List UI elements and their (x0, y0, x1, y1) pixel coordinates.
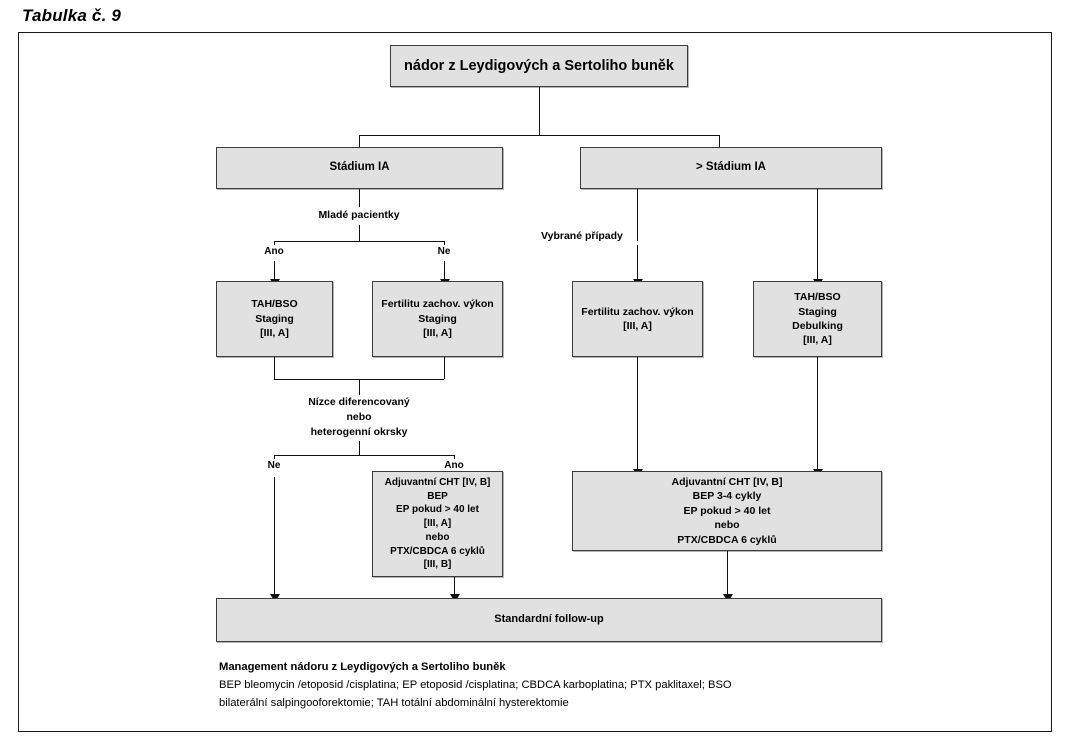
decision2-line3: heterogenní okrsky (310, 426, 408, 438)
decision2-line1: Nízce diferencovaný (308, 396, 410, 408)
node-cht-right-line1: Adjuvantní CHT [IV, B] (671, 475, 783, 488)
node-root: nádor z Leydigových a Sertoliho buněk (390, 45, 688, 87)
connector-decision1-yes-drop (274, 261, 275, 281)
node-tah-bso-right: TAH/BSO Staging Debulking [III, A] (753, 281, 882, 357)
node-cht-right-line4: nebo (714, 519, 740, 532)
diagram-frame: nádor z Leydigových a Sertoliho buněk St… (18, 32, 1052, 732)
node-cht-left-line4: [III, A] (423, 518, 452, 530)
node-tah-bso-right-line2: Staging (798, 305, 837, 318)
node-tah-bso-right-line4: [III, A] (803, 334, 832, 347)
connector-cht-left-out (454, 577, 455, 596)
node-tah-bso-right-line1: TAH/BSO (794, 291, 841, 304)
decision2-line2: nebo (346, 411, 372, 423)
node-stage-ia-line1: Stádium IA (329, 161, 390, 174)
node-tah-bso-right-line3: Debulking (792, 320, 843, 332)
connector-decision2-no-drop (274, 477, 275, 596)
connector-decision1-split (274, 241, 444, 242)
node-cht-right-line5: PTX/CBDCA 6 cyklů (677, 533, 777, 546)
connector-root-stem (539, 87, 540, 135)
connector-fertility-right-out (637, 357, 638, 471)
connector-decision1-no-drop (444, 261, 445, 281)
connector-decision2-split (274, 455, 454, 456)
connector-stage-gt-ia-right-drop (817, 189, 818, 281)
connector-merge-stem (359, 379, 360, 395)
connector-root-split (359, 135, 719, 136)
connector-root-to-stage-ia (359, 135, 360, 149)
node-followup-line1: Standardní follow-up (494, 613, 604, 626)
node-stage-ia: Stádium IA (216, 147, 503, 189)
legend: Management nádoru z Leydigových a Sertol… (219, 658, 859, 712)
edge-label-ne-1: Ne (437, 246, 451, 257)
node-stage-gt-ia-line1: > Stádium IA (696, 161, 766, 174)
edge-label-mlade-pacientky: Mladé pacientky (318, 209, 400, 221)
edge-label-ano-1: Ano (264, 246, 284, 257)
node-cht-left-line1: Adjuvantní CHT [IV, B] (384, 476, 491, 488)
connector-vybrane-pripady-drop (637, 245, 638, 281)
node-cht-left-line2: BEP (427, 490, 448, 502)
connector-decision1-yes (274, 241, 275, 245)
node-fertility-left-line1: Fertilitu zachov. výkon (381, 298, 494, 311)
connector-tah-bso-left-out (274, 357, 275, 379)
node-stage-gt-ia: > Stádium IA (580, 147, 882, 189)
node-cht-left-line6: PTX/CBDCA 6 cyklů (390, 545, 485, 557)
edge-label-ano-2: Ano (444, 460, 464, 471)
node-cht-right-line2: BEP 3-4 cykly (692, 490, 762, 503)
node-fertility-left-line3: [III, A] (423, 327, 452, 340)
node-fertility-right-line2: [III, A] (623, 320, 652, 332)
node-cht-left-line5: nebo (425, 531, 450, 543)
connector-fertility-left-out (444, 357, 445, 379)
node-cht-left-line3: EP pokud > 40 let (396, 504, 479, 516)
node-root-line1: nádor z Leydigových a Sertoliho buněk (404, 58, 674, 74)
connector-decision1-no (444, 241, 445, 245)
node-followup: Standardní follow-up (216, 598, 882, 642)
connector-decision2-yes (454, 455, 455, 459)
edge-label-ne-2: Ne (267, 460, 281, 471)
legend-line1: BEP bleomycin /etoposid /cisplatina; EP … (219, 679, 732, 692)
table-caption: Tabulka č. 9 (22, 6, 122, 25)
node-tah-bso-left-line2: Staging (255, 312, 294, 325)
connector-root-to-stage-gt-ia (719, 135, 720, 149)
node-tah-bso-left-line3: [III, A] (260, 327, 289, 340)
node-fertility-left-line2: Staging (418, 312, 457, 325)
connector-cht-right-out (727, 551, 728, 596)
connector-stage-gt-ia-left-drop (637, 189, 638, 241)
node-cht-right-line3: EP pokud > 40 let (683, 504, 771, 517)
legend-line2: bilaterální salpingooforektomie; TAH tot… (219, 697, 569, 710)
connector-tah-bso-right-out (817, 357, 818, 471)
node-tah-bso-left: TAH/BSO Staging [III, A] (216, 281, 333, 357)
connector-decision2-no (274, 455, 275, 459)
node-fertility-right-line1: Fertilitu zachov. výkon (581, 305, 694, 318)
connector-stage-ia-stem (359, 189, 360, 207)
node-cht-left-line7: [III, B] (423, 559, 452, 571)
connector-decision2-stem (359, 441, 360, 455)
connector-decision1-stem (359, 225, 360, 241)
node-cht-left: Adjuvantní CHT [IV, B] BEP EP pokud > 40… (372, 471, 503, 577)
node-fertility-right: Fertilitu zachov. výkon [III, A] (572, 281, 703, 357)
edge-label-vybrane-pripady: Vybrané případy (541, 230, 623, 242)
node-tah-bso-left-line1: TAH/BSO (251, 298, 298, 311)
node-fertility-left: Fertilitu zachov. výkon Staging [III, A] (372, 281, 503, 357)
legend-heading: Management nádoru z Leydigových a Sertol… (219, 661, 506, 673)
node-cht-right: Adjuvantní CHT [IV, B] BEP 3-4 cykly EP … (572, 471, 882, 551)
